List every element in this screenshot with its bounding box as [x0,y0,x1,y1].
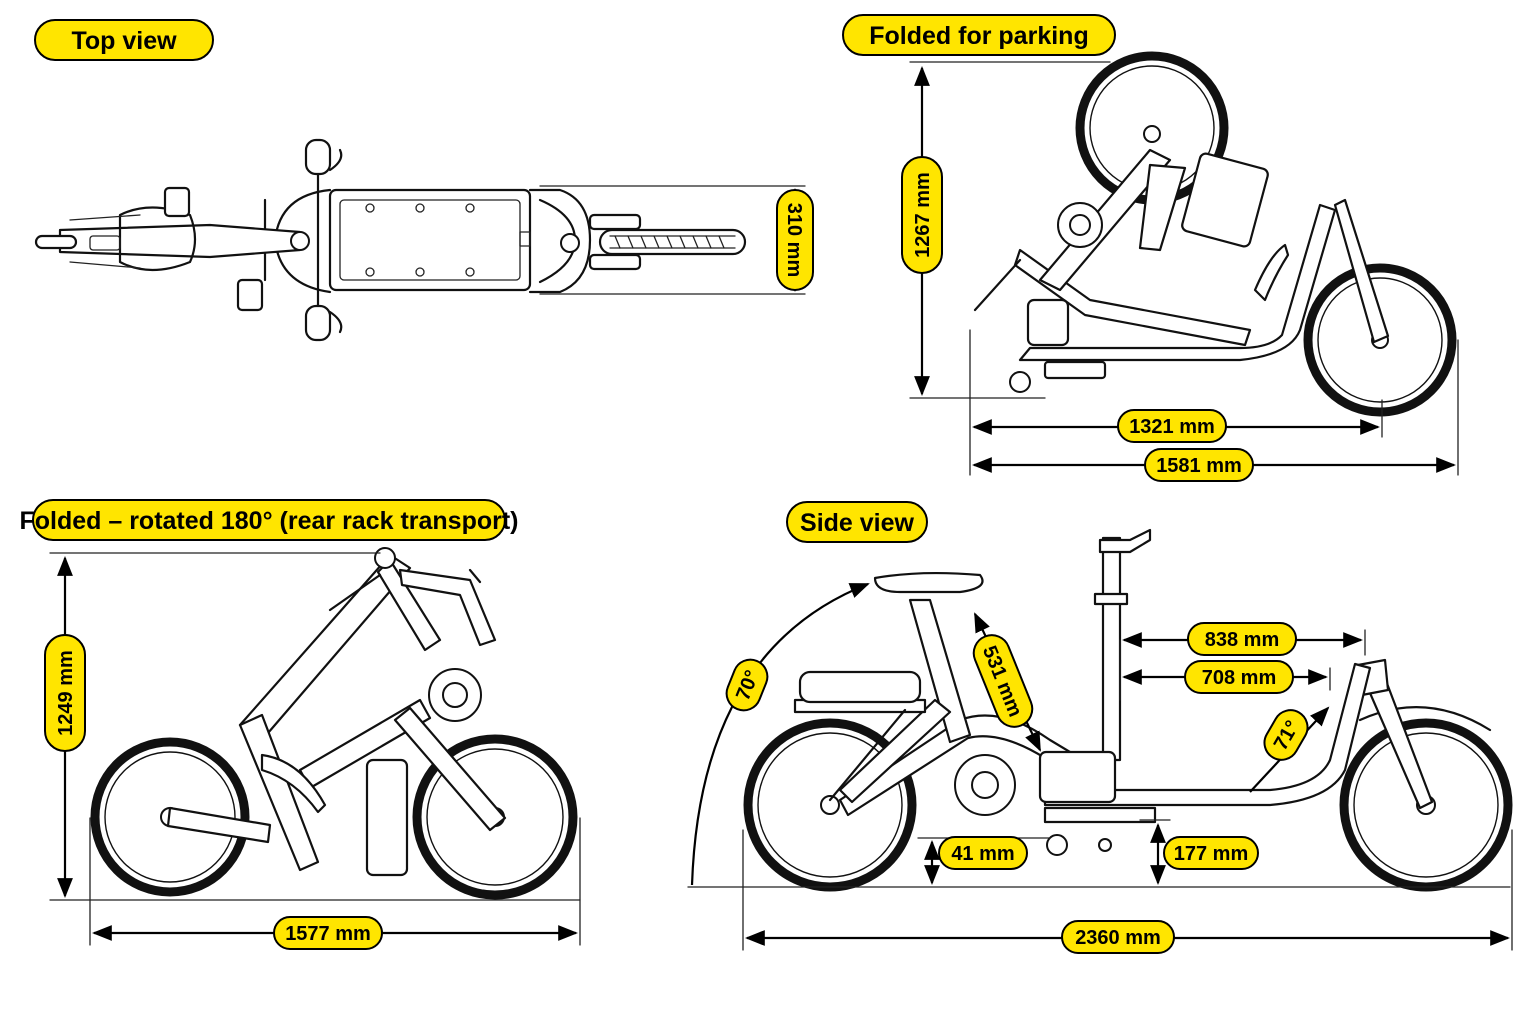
rotated-view-title: Folded – rotated 180° (rear rack transpo… [19,499,519,541]
svg-text:1249 mm: 1249 mm [55,650,77,736]
svg-text:Top view: Top view [71,27,177,55]
svg-text:1581 mm: 1581 mm [1156,455,1242,477]
parking-view-title: Folded for parking [842,14,1116,56]
svg-text:Folded – rotated 180° (rear ra: Folded – rotated 180° (rear rack transpo… [19,507,518,535]
parking-outer-length-badge: 1581 mm [1144,448,1254,482]
svg-text:1321 mm: 1321 mm [1129,416,1215,438]
clearance-high-badge: 177 mm [1163,836,1259,870]
side-view-title: Side view [786,501,928,543]
rotated-view-drawing [90,547,578,900]
reach-short-badge: 708 mm [1184,660,1294,694]
svg-text:708 mm: 708 mm [1202,667,1277,689]
clearance-low-badge: 41 mm [938,836,1028,870]
rotated-height-badge: 1249 mm [44,634,86,752]
rotated-length-badge: 1577 mm [273,916,383,950]
parking-inner-length-badge: 1321 mm [1117,409,1227,443]
svg-text:838 mm: 838 mm [1205,629,1280,651]
parking-height-badge: 1267 mm [901,156,943,274]
top-view-drawing [34,138,747,342]
svg-text:Side view: Side view [800,509,914,537]
svg-text:41 mm: 41 mm [951,843,1014,865]
side-length-badge: 2360 mm [1061,920,1175,954]
svg-text:Folded for parking: Folded for parking [869,22,1088,50]
top-width-badge: 310 mm [776,189,814,291]
seat-angle-badge: 70° [725,658,769,712]
top-view-title: Top view [34,19,214,61]
svg-text:310 mm: 310 mm [783,203,805,278]
svg-text:1577 mm: 1577 mm [285,923,371,945]
side-view-drawing [743,528,1513,892]
svg-text:1267 mm: 1267 mm [912,172,934,258]
parking-view-drawing [973,51,1457,417]
svg-text:177 mm: 177 mm [1174,843,1249,865]
svg-text:2360 mm: 2360 mm [1075,927,1161,949]
head-angle-badge: 71° [1263,709,1309,761]
reach-long-badge: 838 mm [1187,622,1297,656]
